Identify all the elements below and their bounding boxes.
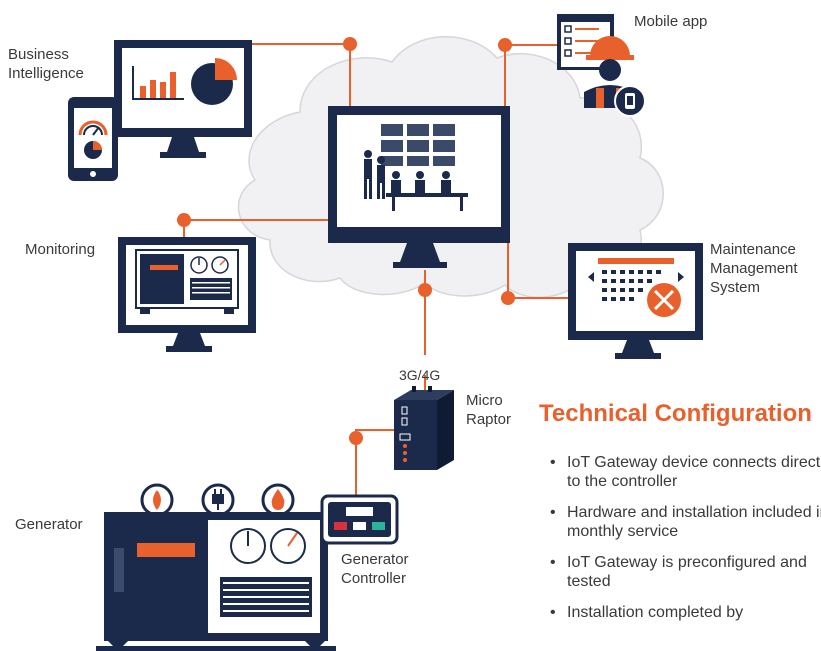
- connection-dots: [177, 37, 515, 445]
- technical-configuration-title: Technical Configuration: [539, 400, 812, 427]
- list-item: •IoT Gateway is preconfigured and tested: [550, 554, 807, 590]
- technical-configuration-list: •IoT Gateway device connects directly to…: [548, 453, 821, 634]
- bullet: •: [550, 604, 556, 621]
- list-item: •Installation completed by: [550, 604, 744, 621]
- plug-icon: [201, 483, 235, 517]
- monitoring-monitor: [118, 237, 256, 352]
- phone-icon: [614, 85, 646, 117]
- router-icon: [394, 386, 454, 470]
- label-business-intelligence: Business Intelligence: [8, 46, 84, 82]
- gauge-icon: [78, 120, 108, 159]
- water-drop-icon: [261, 483, 295, 517]
- dial-gauge-icon: [230, 528, 306, 564]
- mini-generator-icon: [135, 249, 239, 314]
- phone-device: [68, 97, 118, 181]
- control-room-illustration: [364, 124, 468, 211]
- bullet: •: [550, 554, 556, 571]
- label-generator: Generator: [15, 516, 83, 533]
- calendar-icon: [588, 258, 684, 301]
- maintenance-monitor: [568, 243, 703, 359]
- list-item: •Hardware and installation included in m…: [550, 504, 821, 540]
- fire-icon: [140, 483, 174, 517]
- label-maintenance-management-system: Maintenance Management System: [710, 241, 798, 296]
- bar-chart-icon: [132, 66, 184, 100]
- central-monitor: [328, 106, 510, 268]
- bullet: •: [550, 454, 556, 471]
- mobile-app-illustration: [557, 14, 646, 117]
- generator-illustration: [96, 512, 336, 651]
- bullet: •: [550, 504, 556, 521]
- label-mobile-app: Mobile app: [634, 13, 708, 30]
- label-micro-raptor: Micro Raptor: [466, 392, 512, 428]
- tools-icon: [647, 283, 681, 317]
- generator-controller-device: [320, 494, 399, 545]
- label-network: 3G/4G: [399, 367, 441, 383]
- label-generator-controller: Generator Controller: [341, 551, 409, 587]
- label-monitoring: Monitoring: [25, 241, 96, 258]
- pie-chart-icon: [191, 58, 237, 105]
- list-item: •IoT Gateway device connects directly to…: [550, 454, 821, 490]
- business-intelligence-monitor: [114, 40, 252, 158]
